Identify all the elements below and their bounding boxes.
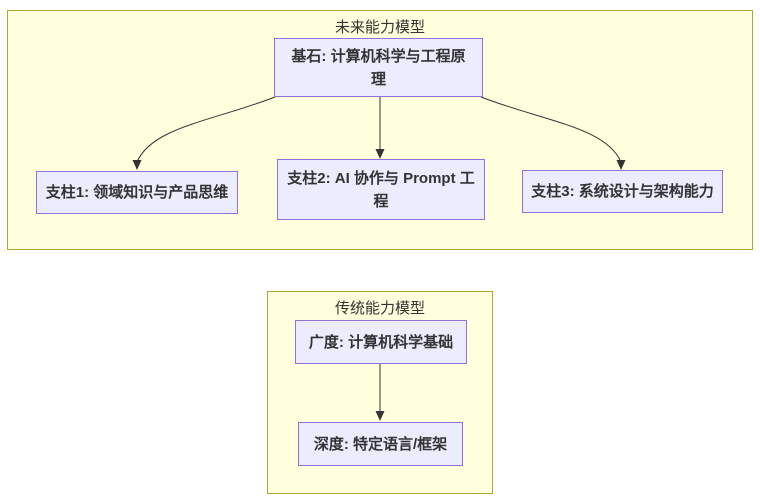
node-foundation: 基石: 计算机科学与工程原 理 — [274, 38, 483, 97]
node-pillar2: 支柱2: AI 协作与 Prompt 工 程 — [277, 159, 485, 220]
cluster-traditional-title: 传统能力模型 — [334, 300, 425, 317]
node-pillar2-label-line2: 程 — [373, 192, 389, 210]
node-foundation-label-line1: 基石: 计算机科学与工程原 — [291, 47, 466, 65]
node-pillar3: 支柱3: 系统设计与架构能力 — [522, 170, 723, 213]
node-pillar2-label-line1: 支柱2: AI 协作与 Prompt 工 — [287, 169, 475, 187]
cluster-future-title: 未来能力模型 — [334, 19, 425, 36]
node-pillar3-label: 支柱3: 系统设计与架构能力 — [531, 183, 714, 200]
node-breadth: 广度: 计算机科学基础 — [295, 320, 467, 364]
node-breadth-label: 广度: 计算机科学基础 — [308, 333, 454, 351]
node-depth-label: 深度: 特定语言/框架 — [313, 435, 448, 453]
node-foundation-label-line2: 理 — [370, 70, 386, 88]
node-pillar1-label: 支柱1: 领域知识与产品思维 — [45, 184, 229, 201]
node-pillar1: 支柱1: 领域知识与产品思维 — [36, 171, 238, 214]
node-depth: 深度: 特定语言/框架 — [298, 422, 463, 466]
